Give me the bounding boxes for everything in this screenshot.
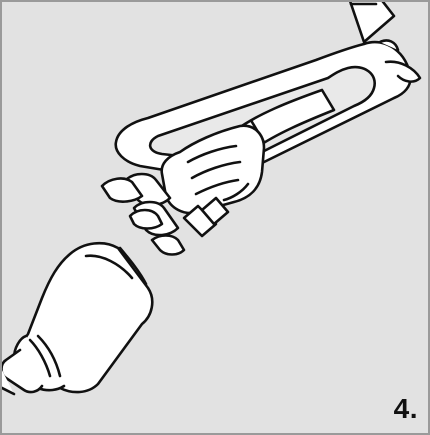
clip-front-tab (100, 177, 164, 230)
extension-cord-receptacle (21, 241, 154, 394)
step-number-label: 4. (393, 393, 418, 424)
male-plug (160, 124, 266, 215)
appliance-cord (348, 2, 396, 44)
extension-cord (2, 334, 66, 396)
cord-lock-clip (114, 39, 422, 178)
